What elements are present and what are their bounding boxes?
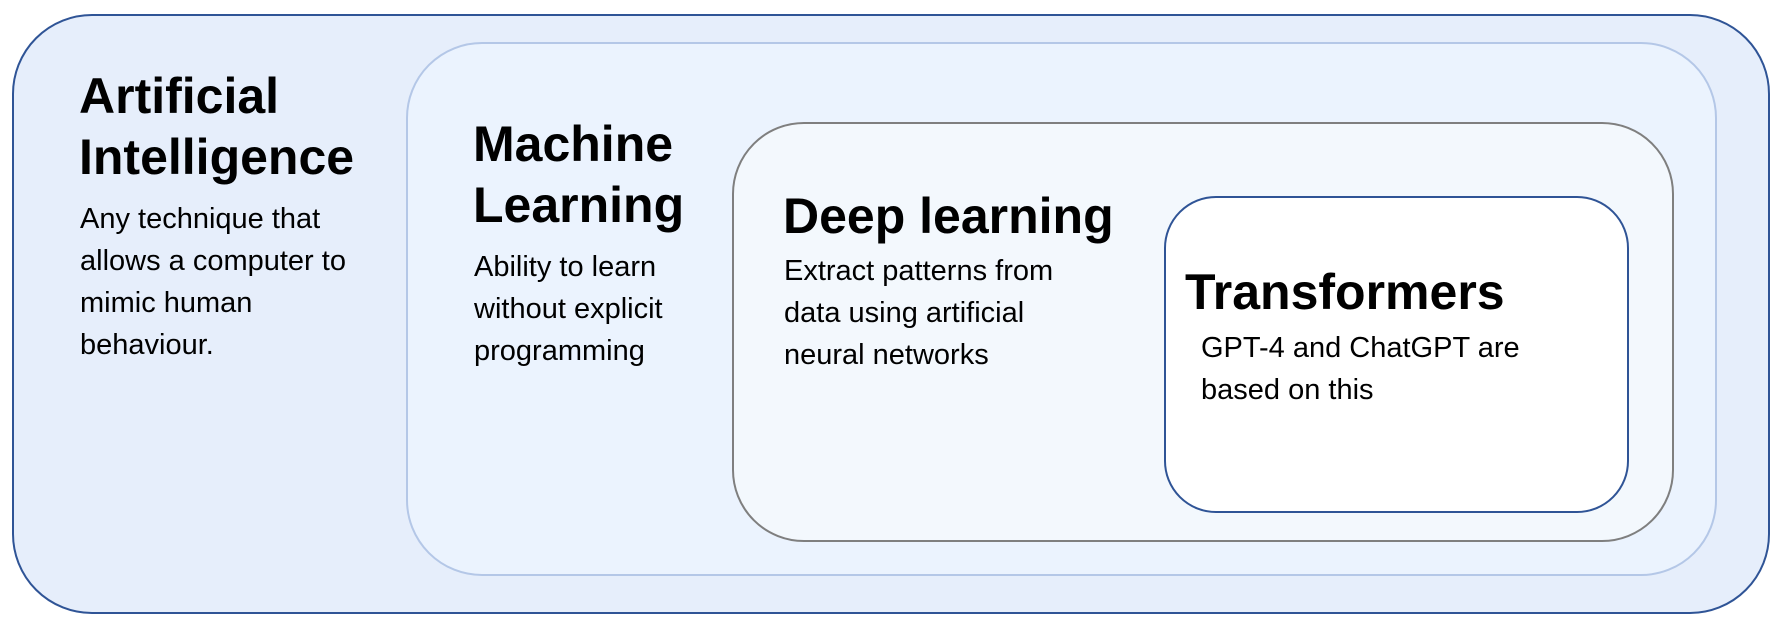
ai-description: Any technique that allows a computer to … xyxy=(80,203,346,361)
ml-description: Ability to learn without explicit progra… xyxy=(474,251,663,367)
transformers-title: Transformers xyxy=(1185,264,1505,320)
dl-title: Deep learning xyxy=(783,188,1114,244)
ml-title: Machine Learning xyxy=(473,116,685,233)
ai-title: Artificial Intelligence xyxy=(79,68,355,185)
dl-description: Extract patterns from data using artific… xyxy=(784,255,1054,371)
transformers-description: GPT-4 and ChatGPT are based on this xyxy=(1201,332,1520,406)
transformers-box xyxy=(1164,196,1629,513)
